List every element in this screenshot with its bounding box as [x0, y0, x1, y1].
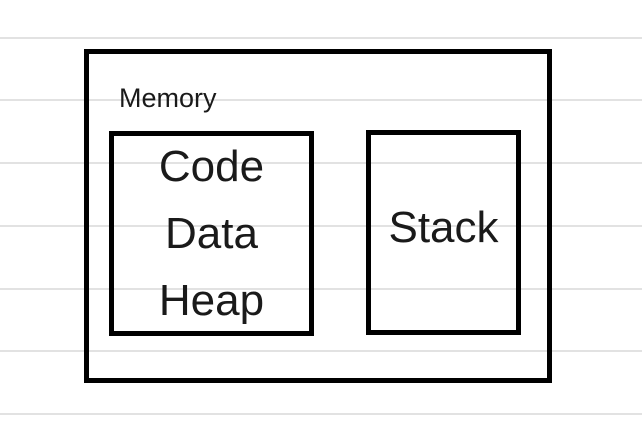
memory-label: Memory	[119, 83, 217, 113]
heap-label: Heap	[158, 276, 265, 325]
memory-box	[84, 49, 552, 383]
stack-label: Stack	[388, 203, 499, 252]
data-label: Data	[165, 209, 258, 258]
code-label: Code	[158, 142, 265, 191]
code-data-heap-box	[109, 131, 314, 336]
stack-box	[366, 130, 521, 335]
